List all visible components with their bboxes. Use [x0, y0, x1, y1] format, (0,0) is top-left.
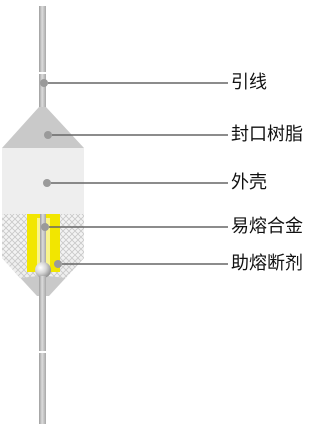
label-flux: 助熔断剂	[231, 253, 303, 274]
label-shell: 外壳	[231, 172, 267, 193]
leader-dot-shell	[43, 179, 51, 187]
leader-dot-resin	[44, 131, 52, 139]
label-fusible-alloy: 易熔合金	[231, 216, 303, 237]
top-sealing-resin	[2, 107, 84, 148]
leader-dot-flux	[54, 260, 62, 268]
leader-dot-alloy	[41, 223, 49, 231]
inner-lead-wire	[40, 214, 46, 264]
label-sealing-resin: 封口树脂	[231, 124, 303, 145]
top-lead-wire	[39, 6, 46, 114]
bottom-lead-wire	[39, 276, 46, 424]
label-lead: 引线	[231, 72, 267, 93]
contact-ball	[35, 262, 51, 278]
leader-dot-lead	[40, 79, 48, 87]
